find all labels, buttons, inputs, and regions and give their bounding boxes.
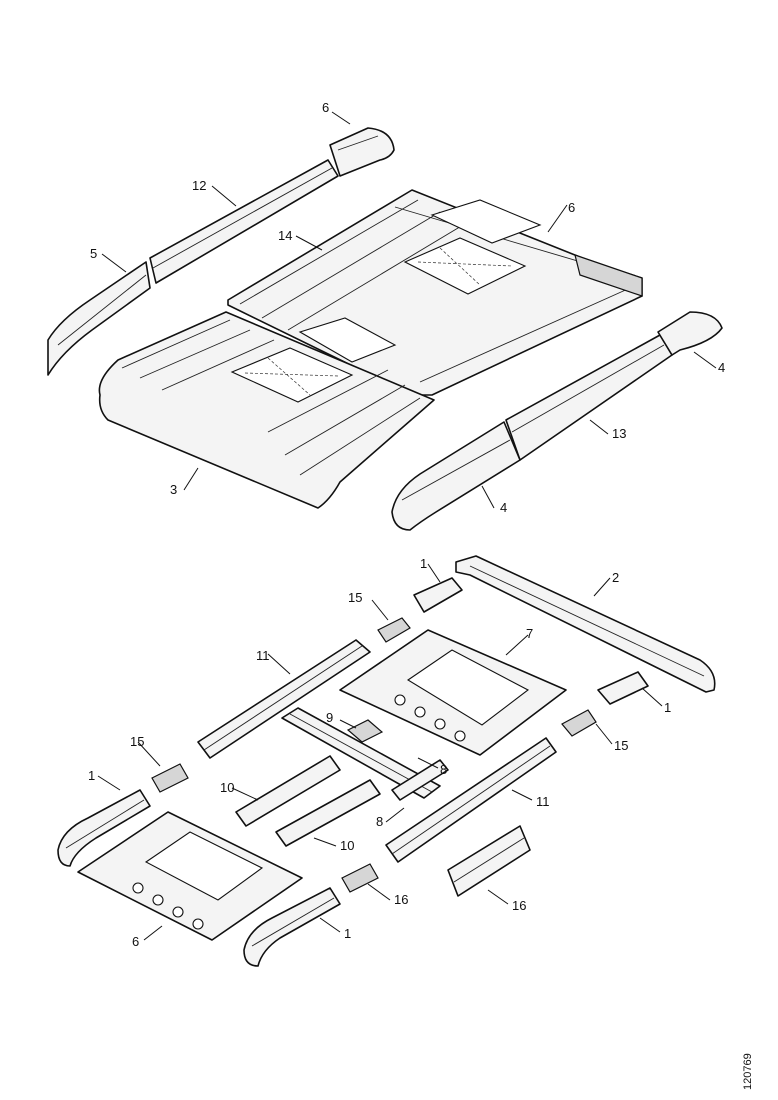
part-11-longitudinal-right bbox=[385, 737, 557, 863]
leader-lines bbox=[97, 111, 717, 941]
callout-1: 1 bbox=[420, 556, 427, 571]
callout-10: 10 bbox=[220, 780, 234, 795]
reference-code-text: 120769 bbox=[742, 1053, 754, 1090]
part-6-front-frame bbox=[77, 811, 303, 941]
part-1-bracket-left bbox=[57, 789, 151, 867]
part-1-bracket-right bbox=[597, 671, 649, 705]
callout-3: 3 bbox=[170, 482, 177, 497]
part-2-rear-cross-bar bbox=[455, 555, 716, 693]
part-5-trim-cap-bottom bbox=[47, 261, 151, 376]
callout-5: 5 bbox=[90, 246, 97, 261]
callout-1: 1 bbox=[344, 926, 351, 941]
part-7-rear-frame bbox=[339, 629, 567, 756]
part-4-rail-end-bottom bbox=[391, 421, 521, 531]
callout-9: 9 bbox=[326, 710, 333, 725]
part-4-rail-end-top bbox=[657, 311, 723, 356]
callout-14: 14 bbox=[278, 228, 292, 243]
callout-1: 1 bbox=[664, 700, 671, 715]
part-8-cross-brace bbox=[391, 759, 449, 801]
callout-10: 10 bbox=[340, 838, 354, 853]
callout-15: 15 bbox=[130, 734, 144, 749]
part-15-spacer-left bbox=[151, 763, 189, 793]
part-1-bracket-front bbox=[243, 887, 341, 967]
callout-11: 11 bbox=[256, 648, 270, 663]
callout-7: 7 bbox=[526, 626, 533, 641]
callout-15: 15 bbox=[614, 738, 628, 753]
callout-6: 6 bbox=[568, 200, 575, 215]
callout-4: 4 bbox=[718, 360, 725, 375]
part-16-bracket-plate bbox=[447, 825, 531, 897]
callout-8: 8 bbox=[440, 762, 447, 777]
callout-2: 2 bbox=[612, 570, 619, 585]
part-3-front-roof-panel bbox=[98, 311, 435, 509]
part-10-cross-member-lower bbox=[275, 779, 381, 847]
part-15-spacer-front bbox=[341, 863, 379, 893]
callout-15: 15 bbox=[348, 590, 362, 605]
callout-13: 13 bbox=[612, 426, 626, 441]
part-12-rail-strip bbox=[149, 159, 339, 284]
callout-12: 12 bbox=[192, 178, 206, 193]
callout-1: 1 bbox=[88, 768, 95, 783]
part-5-trim-cap-top bbox=[329, 127, 395, 177]
reference-code: 120769 bbox=[742, 1040, 772, 1090]
part-1-bracket-rear bbox=[413, 577, 463, 613]
part-15-spacer-right bbox=[561, 709, 597, 737]
callout-16: 16 bbox=[394, 892, 408, 907]
part-15-spacer-rear bbox=[377, 617, 411, 643]
part-13-side-rail bbox=[505, 334, 673, 461]
callout-11: 11 bbox=[536, 794, 550, 809]
callout-6: 6 bbox=[322, 100, 329, 115]
callout-4: 4 bbox=[500, 500, 507, 515]
callout-6: 6 bbox=[132, 934, 139, 949]
callout-8: 8 bbox=[376, 814, 383, 829]
callout-labels: 6 12 5 14 6 4 13 4 3 1 2 15 7 11 1 15 15… bbox=[88, 100, 725, 949]
part-10-cross-member-upper bbox=[235, 755, 341, 827]
callout-16: 16 bbox=[512, 898, 526, 913]
part-11-longitudinal-left bbox=[197, 639, 371, 759]
